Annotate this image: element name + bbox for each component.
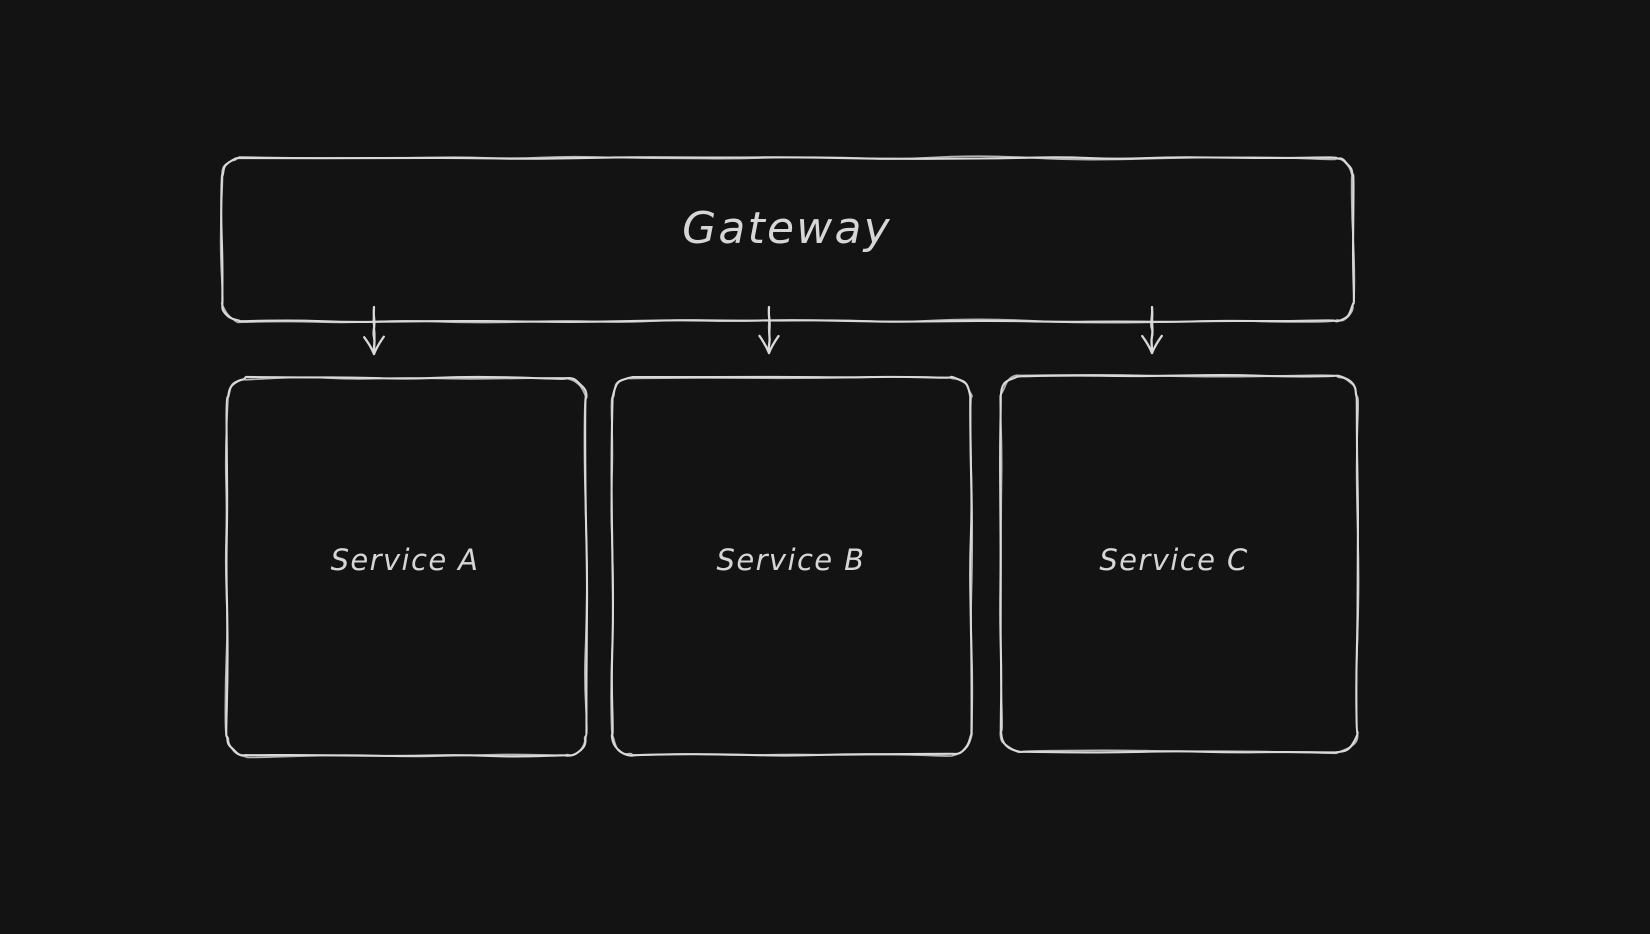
service-b-hit-area[interactable] — [612, 377, 971, 755]
service-b-label: Service B — [717, 543, 866, 577]
service-a-hit-area[interactable] — [227, 378, 586, 756]
node-service-b[interactable]: Service B — [610, 375, 974, 757]
gateway-hit-area[interactable] — [222, 158, 1353, 321]
service-b-fill — [612, 377, 971, 755]
service-c-hit-area[interactable] — [1001, 376, 1357, 752]
gateway-outline-sketch — [219, 155, 1356, 324]
node-service-a[interactable]: Service A — [224, 375, 589, 759]
service-a-outline-sketch — [224, 376, 588, 759]
service-a-label: Service A — [331, 543, 480, 577]
service-a-fill — [227, 378, 586, 756]
service-c-outline-sketch — [999, 374, 1360, 755]
service-b-outline-sketch — [610, 375, 974, 757]
node-gateway[interactable]: Gateway — [219, 155, 1356, 324]
node-service-c[interactable]: Service C — [999, 374, 1360, 755]
edge-gateway-to-service-a[interactable] — [363, 305, 385, 356]
arrow-head-icon — [758, 334, 780, 355]
arrow-shaft-sketch — [372, 307, 376, 354]
service-c-label: Service C — [1099, 543, 1248, 577]
edge-gateway-to-service-b[interactable] — [758, 305, 780, 355]
arrow-head-icon — [363, 335, 385, 356]
service-c-fill — [1001, 376, 1357, 752]
arrow-head-icon — [1141, 334, 1163, 355]
gateway-label: Gateway — [682, 203, 892, 254]
arrow-shaft-sketch — [767, 307, 771, 353]
gateway-fill — [222, 158, 1353, 321]
edge-gateway-to-service-c[interactable] — [1141, 305, 1163, 355]
arrow-shaft-sketch — [1149, 307, 1154, 353]
